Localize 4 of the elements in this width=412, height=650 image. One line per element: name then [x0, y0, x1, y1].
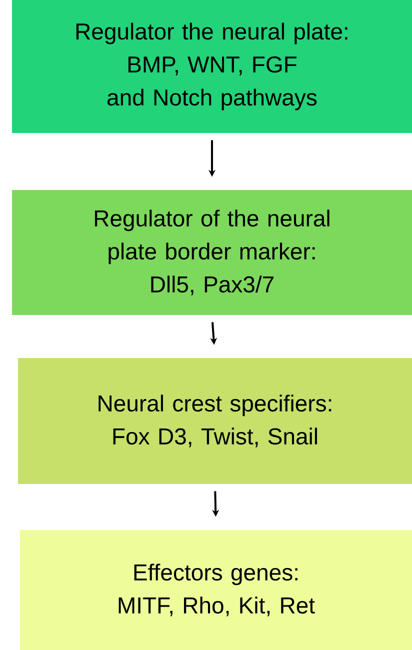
process-box: Neural crest specifiers: Fox D3, Twist, Snail: [18, 358, 412, 484]
process-box: Regulator the neural plate: BMP, WNT, FGF and Notch pathways: [12, 0, 412, 133]
process-box: Regulator of the neural plate border marker: Dll5, Pax3/7: [12, 190, 412, 315]
process-box: Effectors genes: MITF, Rho, Kit, Ret: [20, 530, 412, 650]
